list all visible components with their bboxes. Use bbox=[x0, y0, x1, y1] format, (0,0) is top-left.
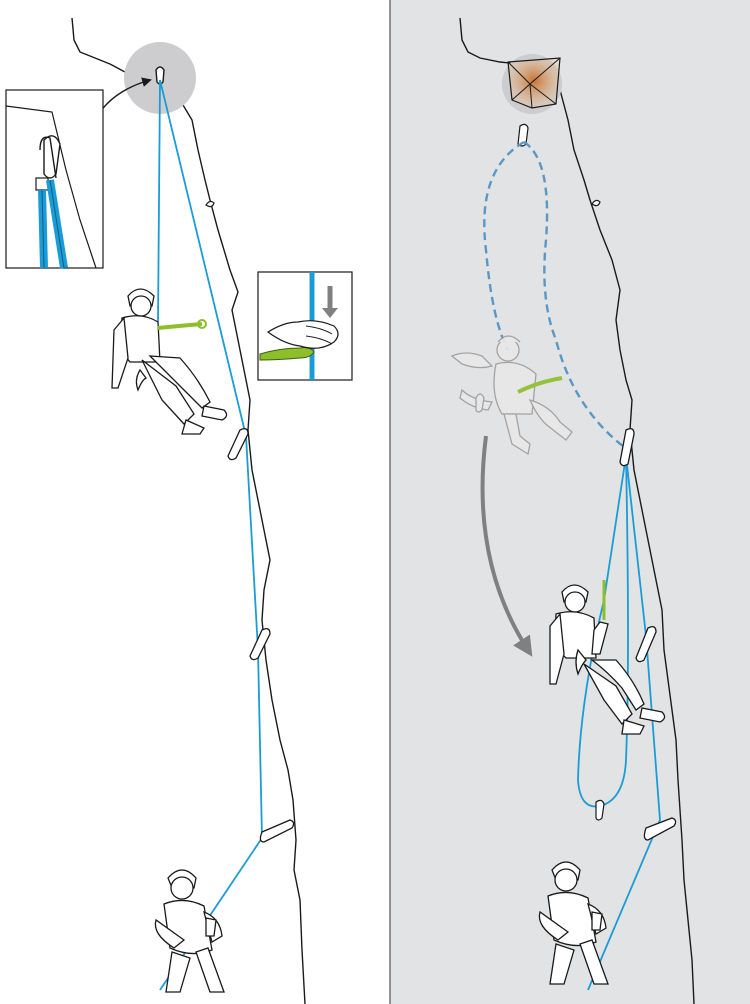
right-panel-background bbox=[390, 0, 750, 1004]
quickdraw-icon bbox=[619, 428, 635, 467]
climber-icon bbox=[549, 584, 666, 735]
anchor-icon bbox=[155, 66, 165, 85]
rope-right-main bbox=[577, 455, 661, 991]
dashed-rope-icon bbox=[483, 140, 629, 451]
quickdraw-icon bbox=[259, 819, 295, 843]
fall-arrow-icon bbox=[480, 435, 533, 657]
magnifier-inset-icon bbox=[5, 89, 104, 269]
belayer-icon bbox=[538, 861, 609, 985]
rock-hold-icon bbox=[205, 200, 215, 208]
belayer-icon bbox=[154, 869, 225, 993]
quickdraw-icon bbox=[227, 428, 249, 461]
rope-loop-icon bbox=[595, 799, 605, 821]
quickdraw-icon bbox=[635, 626, 657, 663]
ghost-climber-icon bbox=[450, 335, 573, 456]
quickdraw-icon bbox=[643, 817, 677, 841]
rope-grip-inset-icon bbox=[257, 271, 353, 381]
rockfall-icon bbox=[507, 57, 561, 109]
quickdraw-icon bbox=[249, 628, 271, 661]
rock-hold-icon bbox=[591, 199, 601, 207]
climber-icon bbox=[111, 288, 228, 435]
